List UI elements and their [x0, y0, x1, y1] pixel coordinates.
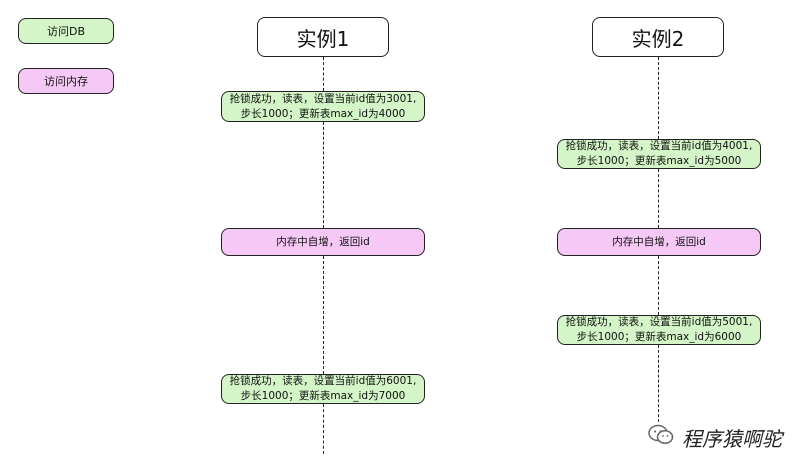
instance-2-step-memory: 内存中自增，返回id — [557, 228, 761, 256]
instance-1-lifeline — [323, 256, 324, 374]
legend-db-label: 访问DB — [46, 25, 86, 38]
step-line: 步长1000；更新表max_id为4000 — [240, 107, 406, 120]
instance-1-lifeline — [323, 57, 324, 91]
step-line: 抢锁成功，读表，设置当前id值为6001, — [229, 375, 417, 387]
step-line: 步长1000；更新表max_id为6000 — [576, 331, 742, 343]
instance-1-step-db: 抢锁成功，读表，设置当前id值为6001, 步长1000；更新表max_id为7… — [221, 374, 425, 404]
legend-memory: 访问内存 — [18, 68, 114, 94]
instance-2-lifeline — [658, 256, 659, 315]
instance-1-lifeline — [323, 122, 324, 228]
watermark: 程序猿啊驼 — [648, 419, 782, 455]
instance-2-step-db: 抢锁成功，读表，设置当前id值为4001, 步长1000；更新表max_id为5… — [557, 139, 761, 169]
instance-1-header: 实例1 — [257, 17, 389, 57]
legend-db: 访问DB — [18, 18, 114, 44]
instance-2-header: 实例2 — [592, 17, 724, 57]
instance-1-step-db: 抢锁成功，读表，设置当前id值为3001, 步长1000；更新表max_id为4… — [221, 91, 425, 122]
step-line: 内存中自增，返回id — [276, 235, 370, 248]
instance-2-lifeline — [658, 169, 659, 228]
instance-1-title: 实例1 — [296, 26, 350, 51]
watermark-text: 程序猿啊驼 — [682, 426, 782, 451]
step-line: 抢锁成功，读表，设置当前id值为4001, — [565, 140, 753, 152]
step-line: 抢锁成功，读表，设置当前id值为3001, — [229, 92, 417, 105]
instance-2-title: 实例2 — [631, 26, 685, 51]
instance-1-step-memory: 内存中自增，返回id — [221, 228, 425, 256]
instance-2-lifeline — [658, 57, 659, 139]
instance-2-step-db: 抢锁成功，读表，设置当前id值为5001, 步长1000；更新表max_id为6… — [557, 315, 761, 345]
instance-1-lifeline — [323, 404, 324, 454]
instance-2-lifeline — [658, 345, 659, 422]
wechat-icon — [648, 424, 674, 450]
step-line: 抢锁成功，读表，设置当前id值为5001, — [565, 316, 753, 328]
step-line: 内存中自增，返回id — [612, 235, 706, 248]
step-line: 步长1000；更新表max_id为7000 — [240, 390, 406, 402]
legend-memory-label: 访问内存 — [44, 75, 88, 88]
step-line: 步长1000；更新表max_id为5000 — [576, 155, 742, 167]
